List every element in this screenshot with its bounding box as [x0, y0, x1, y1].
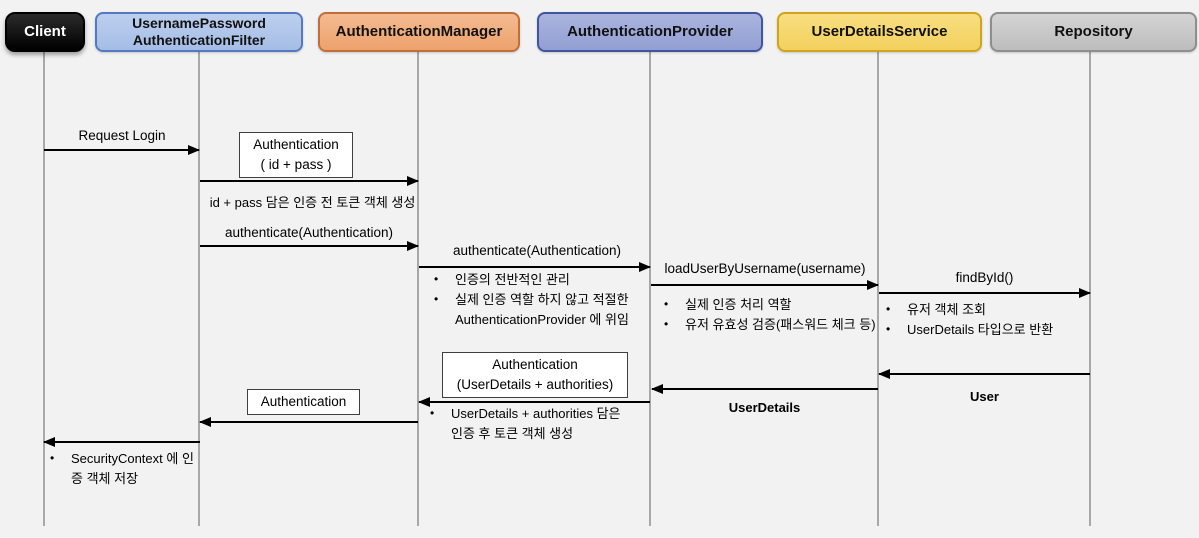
arrow-authenticate-manager-provider — [419, 262, 651, 272]
actor-uds-label: UserDetailsService — [811, 23, 948, 40]
arrow-create-pre-auth-token — [200, 176, 419, 186]
actor-username-password-authentication-filter: UsernamePassword AuthenticationFilter — [95, 12, 303, 52]
message-load-user-by-username: loadUserByUsername(username) — [664, 261, 866, 276]
actor-filter-label-line2: AuthenticationFilter — [132, 32, 266, 48]
arrow-find-by-id — [879, 288, 1091, 298]
bullets-client-post-auth: SecurityContext 에 인증 객체 저장 — [48, 449, 200, 489]
arrow-return-post-auth-token — [418, 397, 650, 407]
message-authenticate-filter: authenticate(Authentication) — [224, 225, 394, 240]
bullet-item: 인증의 전반적인 관리 — [432, 270, 658, 290]
lifeline-client — [43, 52, 45, 526]
message-return-user: User — [970, 389, 999, 404]
note-pre-auth-token: Authentication ( id + pass ) — [239, 132, 353, 178]
note-post-auth-token: Authentication (UserDetails + authoritie… — [442, 352, 628, 398]
message-request-login: Request Login — [78, 128, 166, 143]
message-find-by-id: findById() — [955, 270, 1014, 285]
actor-repo-label: Repository — [1054, 23, 1133, 40]
actor-manager-label: AuthenticationManager — [335, 23, 503, 40]
note-return-authentication: Authentication — [247, 389, 360, 415]
note-pre-auth-token-line1: Authentication — [253, 137, 339, 153]
actor-authentication-provider: AuthenticationProvider — [537, 12, 763, 52]
actor-client: Client — [5, 12, 85, 52]
bullets-manager-post-auth: UserDetails + authorities 담은 인증 후 토큰 객체 … — [428, 404, 636, 444]
message-return-userdetails: UserDetails — [728, 400, 801, 415]
actor-repository: Repository — [990, 12, 1197, 52]
arrow-return-authentication — [199, 417, 418, 427]
bullet-item: 실제 인증 처리 역할 — [662, 295, 884, 315]
bullets-manager-role: 인증의 전반적인 관리 실제 인증 역할 하지 않고 적절한 Authentic… — [432, 270, 658, 330]
message-create-token-caption: id + pass 담은 인증 전 토큰 객체 생성 — [209, 195, 416, 210]
actor-user-details-service: UserDetailsService — [777, 12, 982, 52]
arrow-request-login — [44, 145, 200, 155]
arrow-return-to-client — [43, 437, 200, 447]
bullet-item: UserDetails 타입으로 반환 — [884, 320, 1096, 340]
arrow-return-user — [878, 369, 1090, 379]
bullet-item: SecurityContext 에 인증 객체 저장 — [48, 449, 200, 489]
note-return-authentication-label: Authentication — [260, 394, 347, 410]
bullet-item: UserDetails + authorities 담은 인증 후 토큰 객체 … — [428, 404, 636, 444]
arrow-load-user-by-username — [651, 280, 879, 290]
bullet-item: 실제 인증 역할 하지 않고 적절한 AuthenticationProvide… — [432, 290, 658, 330]
lifeline-filter — [198, 52, 200, 526]
actor-client-label: Client — [24, 23, 66, 40]
arrow-return-userdetails — [651, 384, 878, 394]
lifeline-manager — [417, 52, 419, 526]
message-authenticate-manager: authenticate(Authentication) — [452, 243, 622, 258]
bullet-item: 유저 객체 조회 — [884, 300, 1096, 320]
bullets-uds-role: 유저 객체 조회 UserDetails 타입으로 반환 — [884, 300, 1096, 340]
actor-filter-label-line1: UsernamePassword — [132, 15, 266, 32]
bullets-provider-role: 실제 인증 처리 역할 유저 유효성 검증(패스워드 체크 등) — [662, 295, 884, 335]
arrow-authenticate-filter-manager — [200, 241, 419, 251]
note-post-auth-token-line2: (UserDetails + authorities) — [456, 377, 614, 392]
note-post-auth-token-line1: Authentication — [492, 357, 578, 373]
actor-provider-label: AuthenticationProvider — [567, 23, 733, 40]
actor-authentication-manager: AuthenticationManager — [318, 12, 520, 52]
note-pre-auth-token-line2: ( id + pass ) — [260, 157, 332, 172]
bullet-item: 유저 유효성 검증(패스워드 체크 등) — [662, 315, 884, 335]
